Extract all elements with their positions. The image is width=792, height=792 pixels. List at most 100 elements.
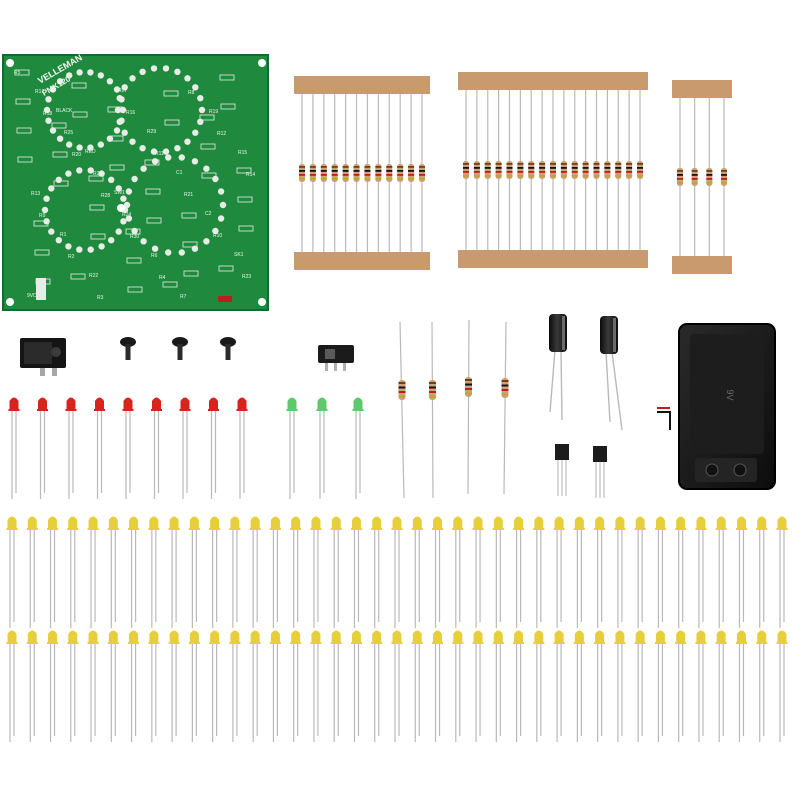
led-rim (573, 528, 585, 530)
led-icon (38, 397, 47, 410)
led-icon (655, 630, 665, 643)
pcb-pad (203, 165, 210, 172)
pcb-footprint (126, 257, 142, 264)
pcb-label: R10 (213, 233, 222, 239)
red-wire-pad (218, 296, 232, 302)
mount-hole (6, 59, 14, 67)
resistor-band (691, 174, 698, 176)
resistor-band (331, 170, 338, 172)
pcb-footprint (218, 265, 234, 272)
resistor-band (398, 382, 406, 384)
led-rim (229, 528, 241, 530)
resistor-band (408, 178, 415, 180)
resistor-band (398, 391, 406, 393)
resistor-band (501, 384, 509, 387)
resistor-band (550, 171, 556, 173)
led-rim (148, 528, 160, 530)
resistor-band (342, 174, 349, 176)
led-rim (286, 409, 298, 411)
led-rim (316, 409, 328, 411)
resistor-band (539, 175, 546, 177)
pcb-label: R4 (159, 275, 166, 281)
resistor-band (375, 166, 382, 168)
resistor-band (397, 170, 404, 172)
resistor-band (721, 182, 727, 184)
yellow-led-row-2 (6, 630, 788, 742)
pcb-footprint (14, 69, 30, 76)
transistor-icon (593, 446, 607, 462)
resistor-band (375, 174, 382, 176)
led-icon (149, 516, 159, 529)
pcb-pad (129, 138, 136, 145)
resistor-icon (473, 161, 480, 179)
pcb-pad (123, 201, 131, 209)
pcb-label: R2 (68, 254, 75, 260)
resistor-band (419, 178, 425, 180)
led-icon (615, 630, 625, 643)
led-rim (452, 642, 464, 644)
resistor-band (398, 395, 406, 398)
pcb-label: R14 (246, 172, 255, 178)
led-rim (26, 528, 38, 530)
pcb-footprint (51, 122, 67, 129)
led-icon (129, 516, 139, 529)
led-icon (108, 516, 118, 529)
resistor-band (299, 178, 305, 180)
pcb-pad (108, 237, 115, 244)
led-rim (654, 642, 666, 644)
screw-shaft (177, 344, 183, 360)
pcb-label: R5 (14, 70, 21, 76)
pcb-pad (184, 138, 191, 145)
pcb-pad (76, 167, 83, 174)
pcb-footprint (236, 167, 252, 174)
led-icon (250, 630, 260, 643)
led-icon (331, 630, 341, 643)
resistor-band (528, 167, 535, 169)
pcb-label: R9 (39, 213, 46, 219)
pcb-label: BLACK (56, 108, 73, 114)
screw-icon (120, 337, 136, 347)
tape-top (458, 72, 648, 90)
resistor-band (691, 182, 698, 184)
resistor-band (408, 166, 415, 168)
pcb-pad (131, 175, 138, 183)
resistor-band (299, 174, 305, 176)
tape-top (672, 80, 732, 98)
dc-jack-icon (20, 338, 66, 376)
resistor-icon (560, 161, 567, 179)
pcb-label: 9VDC (27, 293, 41, 299)
led-icon (169, 516, 179, 529)
led-icon (351, 630, 361, 643)
pcb-label: R23 (242, 274, 251, 280)
pcb-pad (115, 185, 122, 192)
resistor-band (299, 166, 305, 168)
pcb-label: R8 (188, 90, 195, 96)
resistor-icon (299, 164, 305, 182)
resistor-band (593, 171, 600, 173)
led-rim (352, 409, 364, 411)
resistor-icon (398, 380, 406, 400)
resistor-band (528, 175, 535, 177)
led-rim (188, 642, 200, 644)
resistor-icon (517, 161, 524, 179)
led-icon (554, 516, 564, 529)
resistor-band (593, 175, 600, 177)
led-rim (128, 528, 140, 530)
led-icon (27, 630, 37, 643)
led-icon (210, 516, 220, 529)
led-icon (372, 516, 382, 529)
led-rim (188, 528, 200, 530)
resistor-band (560, 171, 567, 173)
pcb-footprint (108, 135, 124, 142)
pcb-label: RED (85, 149, 96, 155)
led-icon (180, 397, 190, 410)
pcb-pad (98, 243, 105, 250)
pcb-pad (97, 141, 105, 148)
resistor-icon (465, 377, 472, 397)
led-rim (492, 528, 504, 530)
resistor-band (582, 167, 589, 169)
pcb-pad-grid (14, 65, 254, 293)
pcb-label: R18 (43, 111, 52, 117)
resistor-band (375, 170, 382, 172)
